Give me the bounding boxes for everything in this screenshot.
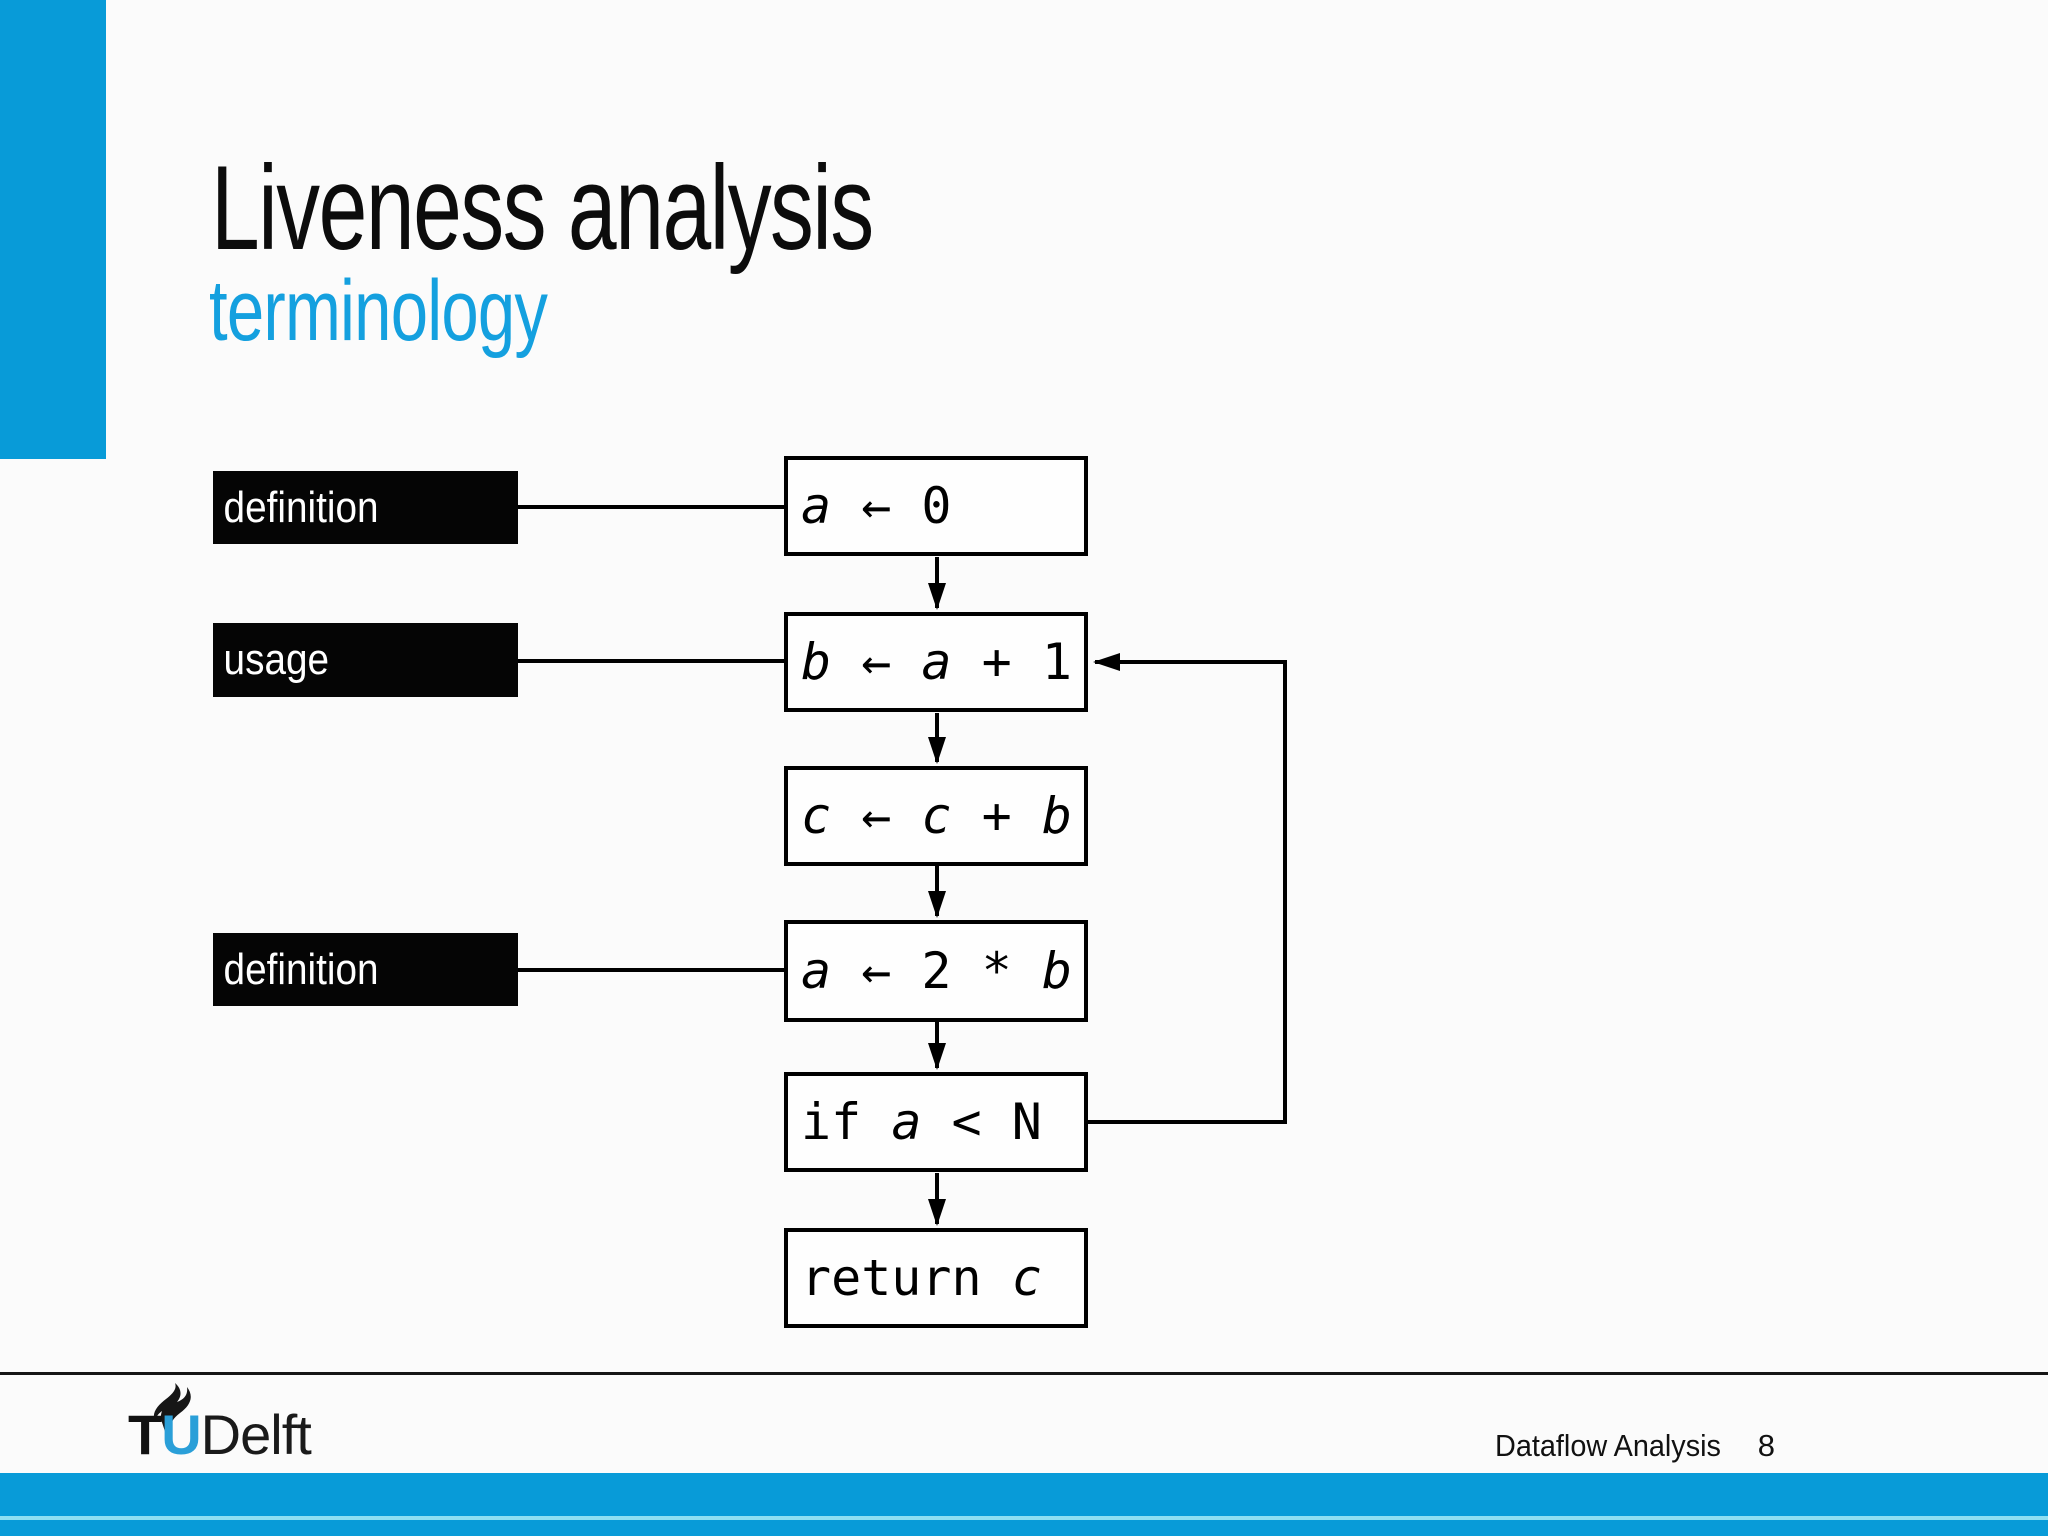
footer-divider-line <box>0 1372 2048 1375</box>
label-usage: usage <box>213 623 518 697</box>
label-usage-text: usage <box>223 635 330 684</box>
node-if-a-lt-n: if a < N <box>784 1072 1088 1172</box>
page-subtitle: terminology <box>209 263 548 359</box>
node-c-c-plus-b: c ← c + b <box>784 766 1088 866</box>
page-title: Liveness analysis <box>211 141 874 275</box>
label-definition-2-text: definition <box>223 944 379 994</box>
bottom-accent-band <box>0 1473 2048 1536</box>
footer-page-number: 8 <box>1757 1428 1775 1463</box>
tu-delft-logo: TUDelft <box>128 1383 388 1463</box>
logo-tu-text: TU <box>128 1403 202 1466</box>
logo-delft-text: Delft <box>200 1403 312 1466</box>
tu-delft-flame-icon <box>153 1383 191 1435</box>
label-definition-1: definition <box>213 471 518 544</box>
edge-loop-if-to-b <box>1086 653 1287 1124</box>
node-b-a-plus-1: b ← a + 1 <box>784 612 1088 712</box>
footer-caption: Dataflow Analysis 8 <box>1495 1428 1775 1464</box>
footer-course-title: Dataflow Analysis <box>1495 1428 1721 1463</box>
bottom-accent-stripe <box>0 1516 2048 1520</box>
label-definition-2: definition <box>213 933 518 1006</box>
label-definition-1-text: definition <box>223 482 379 532</box>
left-accent-bar <box>0 0 106 459</box>
node-a-2-times-b: a ← 2 * b <box>784 920 1088 1022</box>
node-return-c: return c <box>784 1228 1088 1328</box>
node-def-a-0: a ← 0 <box>784 456 1088 556</box>
